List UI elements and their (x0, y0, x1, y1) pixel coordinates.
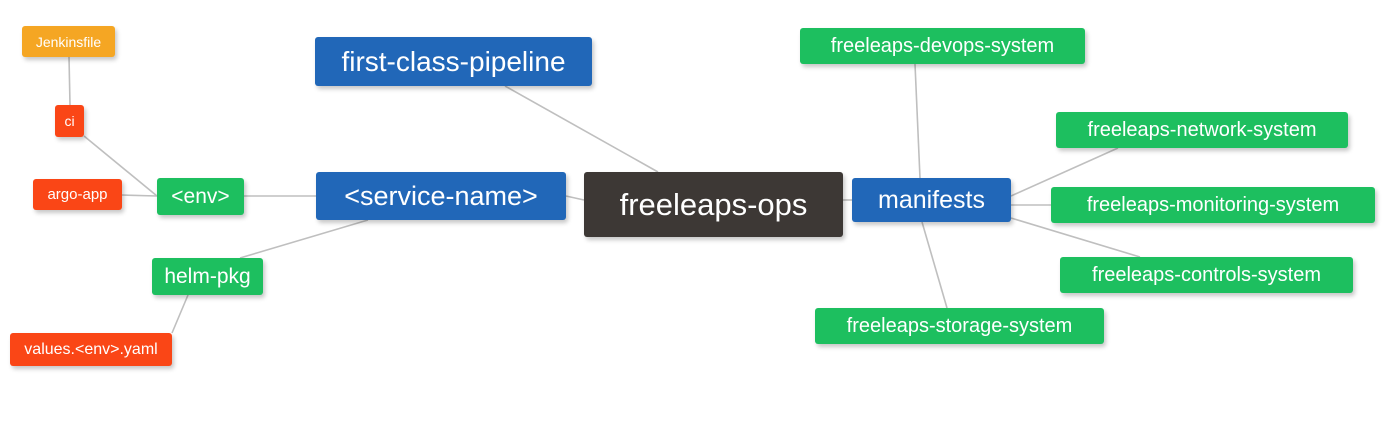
node-values-yaml[interactable]: values.<env>.yaml (10, 333, 172, 366)
edge-manifests-to-freeleaps-controls-system (1010, 217, 1141, 258)
edge-service-name-to-freeleaps-ops (565, 195, 585, 201)
node-freeleaps-monitoring-system[interactable]: freeleaps-monitoring-system (1051, 187, 1375, 223)
node-freeleaps-devops-system[interactable]: freeleaps-devops-system (800, 28, 1085, 64)
edge-manifests-to-freeleaps-devops-system (914, 63, 921, 179)
node-ci[interactable]: ci (55, 105, 84, 137)
node-freeleaps-controls-system[interactable]: freeleaps-controls-system (1060, 257, 1353, 293)
node-manifests[interactable]: manifests (852, 178, 1011, 222)
edge-helm-pkg-to-service-name (239, 219, 369, 259)
node-service-name[interactable]: <service-name> (316, 172, 566, 220)
node-freeleaps-ops[interactable]: freeleaps-ops (584, 172, 843, 237)
node-first-class-pipeline[interactable]: first-class-pipeline (315, 37, 592, 86)
node-freeleaps-network-system[interactable]: freeleaps-network-system (1056, 112, 1348, 148)
edge-manifests-to-freeleaps-storage-system (921, 221, 948, 309)
edge-jenkinsfile-to-ci (68, 56, 71, 106)
node-helm-pkg[interactable]: helm-pkg (152, 258, 263, 295)
edge-first-class-pipeline-to-freeleaps-ops (504, 85, 659, 173)
edge-argo-app-to-env (121, 194, 158, 197)
node-env[interactable]: <env> (157, 178, 244, 215)
node-argo-app[interactable]: argo-app (33, 179, 122, 210)
edge-values-yaml-to-helm-pkg (171, 294, 189, 334)
node-freeleaps-storage-system[interactable]: freeleaps-storage-system (815, 308, 1104, 344)
node-jenkinsfile[interactable]: Jenkinsfile (22, 26, 115, 57)
